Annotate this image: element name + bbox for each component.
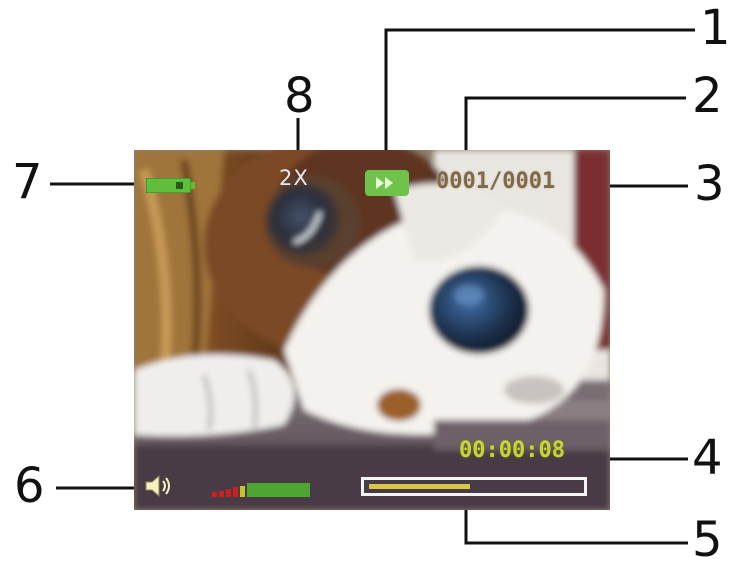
playback-progress-bar[interactable] bbox=[361, 477, 587, 496]
volume-bar-5 bbox=[240, 486, 245, 497]
puppy-photo bbox=[134, 150, 610, 510]
callout-number-7: 7 bbox=[12, 154, 43, 210]
callout-number-4: 4 bbox=[692, 430, 723, 486]
elapsed-time: 00:00:08 bbox=[459, 438, 565, 463]
battery-icon bbox=[146, 178, 195, 193]
callout-number-3: 3 bbox=[694, 156, 725, 212]
callout-number-1: 1 bbox=[700, 0, 730, 56]
playback-progress-fill bbox=[369, 484, 470, 489]
volume-bar-1 bbox=[212, 492, 217, 497]
fast-forward-icon bbox=[365, 170, 409, 196]
volume-bar-3 bbox=[226, 489, 231, 497]
volume-bar-4 bbox=[233, 487, 238, 497]
callout-number-5: 5 bbox=[692, 512, 723, 566]
speaker-icon bbox=[145, 474, 170, 498]
file-counter: 0001/0001 bbox=[436, 169, 556, 194]
callout-number-2: 2 bbox=[692, 68, 723, 124]
callout-number-8: 8 bbox=[284, 68, 315, 124]
volume-bar-2 bbox=[219, 491, 224, 497]
playback-screen: 2X 0001/0001 00:00:08 bbox=[134, 150, 610, 510]
zoom-label: 2X bbox=[279, 166, 309, 190]
volume-meter bbox=[212, 483, 310, 497]
volume-bar-green bbox=[247, 483, 310, 497]
callout-number-6: 6 bbox=[14, 458, 45, 514]
